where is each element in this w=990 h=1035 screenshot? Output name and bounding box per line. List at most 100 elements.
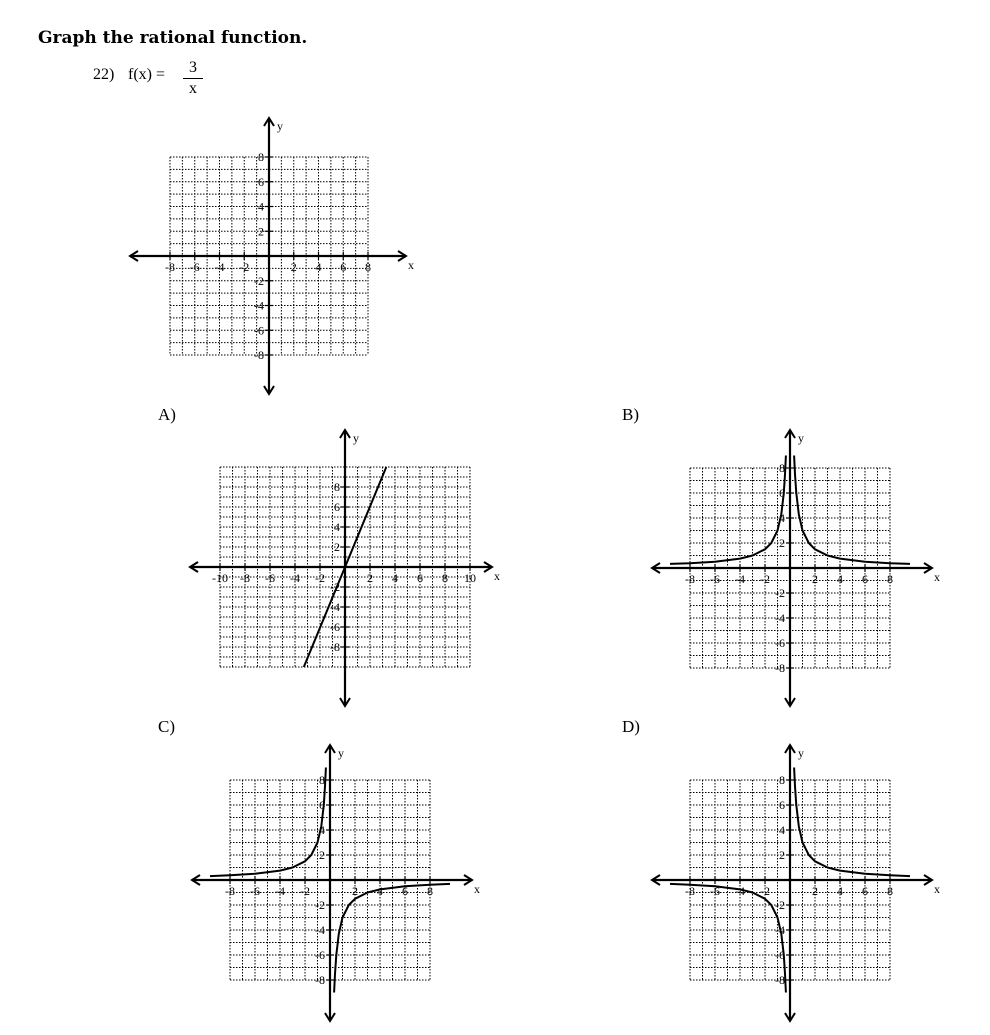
y-tick-label: -8 xyxy=(775,973,785,987)
x-axis-label: x xyxy=(934,882,940,896)
x-tick-label: -8 xyxy=(685,884,695,898)
y-tick-label: -2 xyxy=(330,580,340,594)
x-tick-label: 8 xyxy=(887,884,893,898)
x-tick-label: -6 xyxy=(710,572,720,586)
y-tick-label: -2 xyxy=(775,586,785,600)
x-tick-label: -6 xyxy=(250,884,260,898)
x-axis-arrow-right xyxy=(483,561,494,573)
x-tick-label: -6 xyxy=(190,260,200,274)
y-tick-label: -2 xyxy=(254,274,264,288)
y-axis-arrow-up xyxy=(784,743,796,754)
y-tick-label: 2 xyxy=(334,540,340,554)
y-tick-label: -4 xyxy=(330,600,340,614)
x-tick-label: 6 xyxy=(402,884,408,898)
y-axis-label: y xyxy=(277,119,283,133)
y-tick-label: -4 xyxy=(775,611,785,625)
x-axis-arrow-left xyxy=(128,250,139,262)
x-tick-label: 6 xyxy=(417,571,423,585)
x-tick-label: -2 xyxy=(760,572,770,586)
x-tick-label: 10 xyxy=(464,571,476,585)
y-tick-label: 2 xyxy=(258,224,264,238)
x-axis-label: x xyxy=(494,569,500,583)
x-tick-label: -8 xyxy=(225,884,235,898)
question-number: 22) xyxy=(93,66,115,83)
y-tick-label: -2 xyxy=(775,898,785,912)
x-tick-label: 4 xyxy=(837,884,843,898)
x-tick-label: 2 xyxy=(812,572,818,586)
y-tick-label: 6 xyxy=(258,175,264,189)
function-lhs: f(x) = xyxy=(128,66,166,83)
y-axis-label: y xyxy=(798,746,804,760)
series-line-0 xyxy=(209,767,327,878)
y-tick-label: -6 xyxy=(775,948,785,962)
fraction-numerator: 3 xyxy=(183,58,203,79)
y-tick-label: -6 xyxy=(315,948,325,962)
y-tick-label: -8 xyxy=(315,973,325,987)
x-tick-label: 6 xyxy=(862,884,868,898)
x-tick-label: -10 xyxy=(212,571,228,585)
y-tick-label: 6 xyxy=(334,500,340,514)
y-tick-label: 4 xyxy=(319,823,325,837)
function-fraction: 3 x xyxy=(183,58,203,99)
x-tick-label: 4 xyxy=(837,572,843,586)
x-tick-label: -4 xyxy=(735,884,745,898)
x-tick-label: -8 xyxy=(165,260,175,274)
x-tick-label: 8 xyxy=(887,572,893,586)
x-tick-label: 2 xyxy=(291,260,297,274)
page-heading: Graph the rational function. xyxy=(38,28,308,48)
y-tick-label: 4 xyxy=(779,823,785,837)
y-tick-label: 6 xyxy=(779,486,785,500)
y-tick-label: -8 xyxy=(775,661,785,675)
y-axis-arrow-up xyxy=(324,743,336,754)
y-axis-arrow-down xyxy=(784,697,796,708)
x-tick-label: -6 xyxy=(710,884,720,898)
x-axis-label: x xyxy=(934,570,940,584)
y-tick-label: -4 xyxy=(315,923,325,937)
option-a-label[interactable]: A) xyxy=(158,405,176,424)
x-axis-arrow-left xyxy=(190,874,201,886)
y-tick-label: 2 xyxy=(779,848,785,862)
x-axis-arrow-left xyxy=(188,561,199,573)
series-line-0 xyxy=(669,882,787,993)
y-axis-label: y xyxy=(338,746,344,760)
x-tick-label: -4 xyxy=(215,260,225,274)
x-tick-label: -2 xyxy=(239,260,249,274)
x-tick-label: 6 xyxy=(862,572,868,586)
y-axis-arrow-down xyxy=(263,385,275,396)
y-tick-label: 4 xyxy=(779,511,785,525)
y-axis-arrow-up xyxy=(784,428,796,439)
x-tick-label: 2 xyxy=(812,884,818,898)
option-c-label[interactable]: C) xyxy=(158,717,175,736)
x-tick-label: 4 xyxy=(377,884,383,898)
series-line-1 xyxy=(793,455,911,565)
x-tick-label: -2 xyxy=(300,884,310,898)
x-axis-arrow-right xyxy=(923,874,934,886)
y-axis-label: y xyxy=(353,431,359,445)
x-axis-arrow-left xyxy=(650,562,661,574)
y-tick-label: 8 xyxy=(258,150,264,164)
y-axis-arrow-up xyxy=(339,428,351,439)
x-tick-label: 8 xyxy=(442,571,448,585)
series-line-0 xyxy=(669,455,787,565)
y-tick-label: -6 xyxy=(775,636,785,650)
y-tick-label: 8 xyxy=(779,773,785,787)
option-b-label[interactable]: B) xyxy=(622,405,639,424)
y-tick-label: 4 xyxy=(258,200,264,214)
y-axis-arrow-up xyxy=(263,116,275,127)
y-tick-label: -4 xyxy=(254,299,264,313)
option-d-label[interactable]: D) xyxy=(622,717,640,736)
x-tick-label: 4 xyxy=(392,571,398,585)
x-tick-label: -4 xyxy=(735,572,745,586)
y-tick-label: -2 xyxy=(315,898,325,912)
x-tick-label: -4 xyxy=(275,884,285,898)
x-tick-label: -2 xyxy=(760,884,770,898)
y-tick-label: -6 xyxy=(330,620,340,634)
series-line-1 xyxy=(793,767,911,878)
x-tick-label: 2 xyxy=(352,884,358,898)
x-axis-arrow-right xyxy=(923,562,934,574)
